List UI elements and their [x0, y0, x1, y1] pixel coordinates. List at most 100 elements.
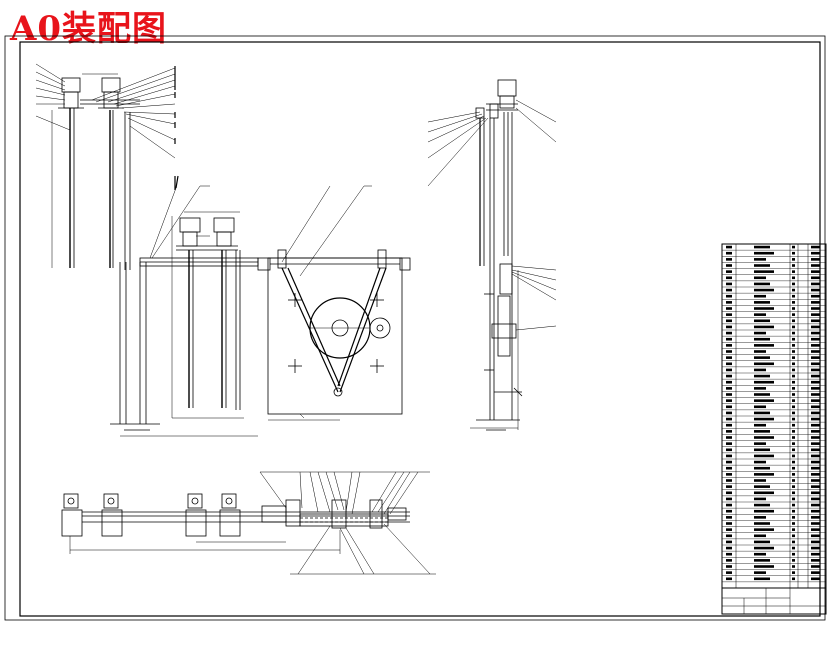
- table-cell-text: [792, 362, 795, 366]
- table-cell-text: [811, 485, 820, 488]
- table-cell-text: [792, 522, 795, 525]
- table-cell-text: [792, 387, 795, 390]
- table-cell-text: [754, 491, 774, 495]
- table-cell-text: [754, 454, 774, 458]
- table-cell-text: [792, 368, 795, 372]
- table-cell-text: [811, 399, 820, 402]
- table-cell-text: [754, 319, 770, 323]
- table-cell-text: [792, 565, 795, 568]
- table-cell-text: [754, 251, 774, 255]
- table-cell-text: [754, 571, 766, 574]
- table-cell-text: [726, 485, 732, 488]
- table-cell-text: [792, 350, 795, 353]
- table-cell-text: [792, 546, 795, 550]
- table-cell-text: [811, 350, 820, 353]
- table-cell-text: [726, 258, 732, 261]
- view-top-left: [35, 63, 176, 270]
- table-cell-text: [726, 368, 732, 372]
- table-cell-text: [726, 534, 732, 538]
- table-cell-text: [726, 454, 732, 458]
- table-cell-text: [754, 552, 766, 556]
- table-cell-text: [811, 552, 820, 556]
- table-cell-text: [726, 313, 732, 316]
- table-cell-text: [811, 448, 820, 452]
- table-cell-text: [792, 423, 795, 427]
- table-cell-text: [754, 540, 770, 544]
- table-cell-text: [792, 509, 795, 513]
- table-cell-text: [726, 559, 732, 562]
- table-cell-text: [811, 491, 820, 495]
- table-cell-text: [792, 270, 795, 273]
- table-cell-text: [726, 577, 732, 581]
- table-cell-text: [726, 245, 732, 249]
- table-cell-text: [754, 448, 770, 452]
- table-cell-text: [792, 497, 795, 501]
- table-cell-text: [792, 491, 795, 495]
- table-cell-text: [754, 362, 774, 366]
- table-cell-text: [811, 294, 820, 298]
- table-cell-text: [754, 411, 770, 415]
- table-cell-text: [754, 301, 770, 304]
- view-right-side: [427, 79, 557, 431]
- table-cell-text: [726, 325, 732, 329]
- table-cell-text: [792, 411, 795, 415]
- table-cell-text: [792, 245, 795, 249]
- table-cell-text: [726, 251, 732, 255]
- table-cell-text: [811, 466, 820, 470]
- table-cell-text: [811, 509, 820, 513]
- table-cell-text: [811, 516, 820, 519]
- table-cell-text: [754, 264, 770, 267]
- table-cell-text: [726, 423, 732, 427]
- table-cell-text: [754, 288, 774, 292]
- table-cell-text: [811, 497, 820, 501]
- table-cell-text: [754, 503, 770, 507]
- table-cell-text: [811, 430, 820, 433]
- table-cell-text: [726, 270, 732, 273]
- table-cell-text: [792, 436, 795, 439]
- table-cell-text: [811, 559, 820, 562]
- table-cell-text: [792, 337, 795, 341]
- table-cell-text: [726, 264, 732, 267]
- table-cell-text: [726, 331, 732, 335]
- table-cell-text: [726, 522, 732, 525]
- table-cell-text: [792, 405, 795, 409]
- table-cell-text: [811, 264, 820, 267]
- table-cell-text: [792, 331, 795, 335]
- table-cell-text: [726, 411, 732, 415]
- table-cell-text: [754, 423, 766, 427]
- table-cell-text: [792, 577, 795, 581]
- table-cell-text: [754, 258, 766, 261]
- table-cell-text: [811, 313, 820, 316]
- table-cell-text: [754, 460, 766, 464]
- table-cell-text: [754, 559, 770, 562]
- table-cell-text: [811, 245, 820, 249]
- table-cell-text: [811, 307, 820, 310]
- table-cell-text: [792, 417, 795, 421]
- table-cell-text: [811, 528, 820, 531]
- table-cell-text: [792, 399, 795, 402]
- table-cell-text: [811, 571, 820, 574]
- table-cell-text: [726, 442, 732, 445]
- table-cell-text: [754, 430, 770, 433]
- table-cell-text: [754, 528, 774, 531]
- view-front: [110, 175, 259, 437]
- view-side-wheel: [257, 185, 411, 421]
- table-cell-text: [754, 368, 766, 372]
- table-cell-text: [811, 380, 820, 384]
- table-cell-text: [726, 399, 732, 402]
- table-cell-text: [726, 509, 732, 513]
- table-cell-text: [726, 380, 732, 384]
- table-cell-text: [792, 264, 795, 267]
- table-cell-text: [811, 522, 820, 525]
- table-cell-text: [792, 559, 795, 562]
- table-cell-text: [754, 417, 774, 421]
- table-cell-text: [726, 436, 732, 439]
- table-cell-text: [754, 442, 766, 445]
- table-cell-text: [754, 282, 770, 286]
- table-cell-text: [726, 374, 732, 378]
- table-cell-text: [726, 344, 732, 347]
- table-cell-text: [811, 577, 820, 581]
- table-cell-text: [754, 405, 766, 409]
- table-cell-text: [792, 282, 795, 286]
- table-cell-text: [811, 393, 820, 396]
